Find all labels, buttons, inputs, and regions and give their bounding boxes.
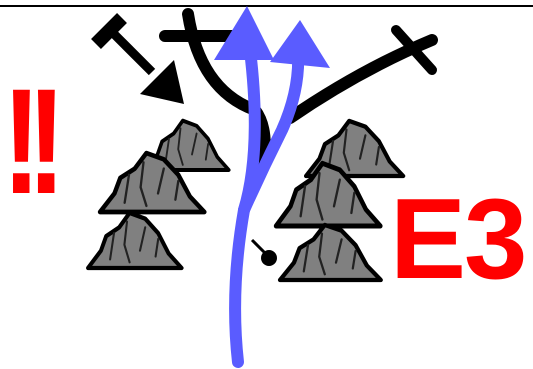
belay-point-icon	[252, 240, 277, 266]
rock-pile-left	[88, 121, 229, 268]
rock-pile-right	[276, 121, 403, 280]
grade-label: E3	[390, 183, 525, 297]
up-arrow-icon	[214, 6, 330, 68]
warning-mark: !!	[2, 66, 52, 216]
